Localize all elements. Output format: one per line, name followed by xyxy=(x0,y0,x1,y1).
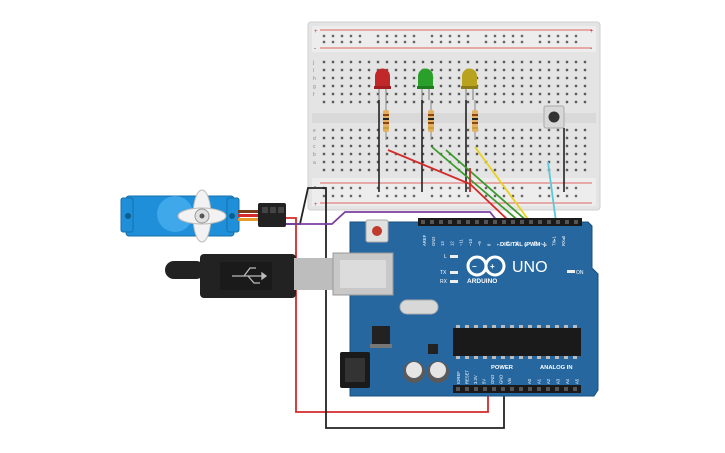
power-pin-label: RESET xyxy=(465,370,470,384)
digital-pin-label: TX▸1 xyxy=(552,236,557,246)
power-pin-label: Vin xyxy=(507,377,512,384)
power-pin-label: GND xyxy=(499,375,504,384)
rail-plus-label: + xyxy=(314,29,318,35)
on-led xyxy=(567,270,575,273)
power-pin-label: IOREF xyxy=(456,371,461,384)
digital-pin-label: ~10 xyxy=(468,238,473,246)
svg-text:−: − xyxy=(472,262,477,271)
analog-label: ANALOG IN xyxy=(540,365,573,371)
digital-pin-label: ~5 xyxy=(514,241,519,246)
pin-label-gnd: GND xyxy=(431,237,436,246)
svg-text:+: + xyxy=(490,262,495,271)
digital-pin-label: 13 xyxy=(440,241,445,246)
resistor-3[interactable] xyxy=(472,100,478,140)
usb-cable xyxy=(165,254,336,298)
power-pin-label: 5V xyxy=(482,379,487,384)
row-letter: c xyxy=(313,144,316,150)
digital-pin-label: RX◂0 xyxy=(561,235,566,246)
resistor-1[interactable] xyxy=(383,100,389,140)
row-letter: b xyxy=(313,152,316,158)
arduino-uno[interactable]: − + ARDUINO UNO DIGITAL (PWM~) POWER ANA… xyxy=(332,218,599,397)
row-letter: d xyxy=(313,136,316,142)
power-pin-label: GND xyxy=(490,375,495,384)
digital-pin-label: 12 xyxy=(449,241,454,246)
model-label: UNO xyxy=(512,259,548,276)
tx-led xyxy=(450,271,458,274)
row-letter: e xyxy=(313,128,316,134)
pin-label-aref: AREF xyxy=(422,234,427,246)
led-yellow[interactable] xyxy=(461,68,478,100)
analog-pin-label: A5 xyxy=(575,378,580,384)
analog-pin-label: A4 xyxy=(565,378,570,384)
digital-pin-label: ~9 xyxy=(477,241,482,246)
rail-plus-label-lower: + xyxy=(314,202,318,208)
l-led xyxy=(450,255,458,258)
rx-led xyxy=(450,280,458,283)
rail-minus-label-bottom: - xyxy=(590,46,592,52)
power-wires xyxy=(285,187,505,429)
rail-plus-label-bottom: + xyxy=(590,29,594,35)
push-button[interactable] xyxy=(543,105,565,192)
digital-pin-label: 4 xyxy=(524,243,529,246)
analog-pin-label: A2 xyxy=(546,378,551,384)
signal-wires xyxy=(387,146,557,223)
led-green[interactable] xyxy=(417,68,434,100)
row-letter: h xyxy=(313,76,316,82)
digital-pin-label: ~11 xyxy=(459,239,464,246)
servo-motor[interactable] xyxy=(120,189,286,243)
tx-led-label: TX xyxy=(440,270,447,276)
resistor-2[interactable] xyxy=(428,100,434,140)
power-pin-label: 3.3V xyxy=(473,375,478,384)
analog-pin-label: A1 xyxy=(537,378,542,384)
on-label: ON xyxy=(576,270,584,276)
row-letter: j xyxy=(312,60,314,66)
arduino-logo: − + xyxy=(466,255,506,277)
digital-pin-label: ~3 xyxy=(533,241,538,246)
row-letter: a xyxy=(313,160,316,166)
rail-minus-label: - xyxy=(314,46,316,52)
l-led-label: L xyxy=(444,254,447,260)
row-letter: f xyxy=(313,92,315,98)
usb-icon xyxy=(232,267,268,284)
digital-pin-label: ~6 xyxy=(505,241,510,246)
row-letter: i xyxy=(313,68,314,74)
row-letter: g xyxy=(313,84,316,90)
digital-pin-label: 8 xyxy=(487,243,492,246)
rail-minus-label-lower: - xyxy=(314,184,316,190)
digital-pin-label: 7 xyxy=(496,243,501,246)
analog-pin-label: A0 xyxy=(527,378,532,384)
digital-pin-label: 2 xyxy=(542,243,547,246)
digital-label: DIGITAL (PWM~) xyxy=(500,242,546,248)
rx-led-label: RX xyxy=(440,279,448,285)
power-label: POWER xyxy=(491,365,514,371)
led-red[interactable] xyxy=(374,68,391,100)
analog-pin-label: A3 xyxy=(556,378,561,384)
brand-label: ARDUINO xyxy=(467,278,497,285)
